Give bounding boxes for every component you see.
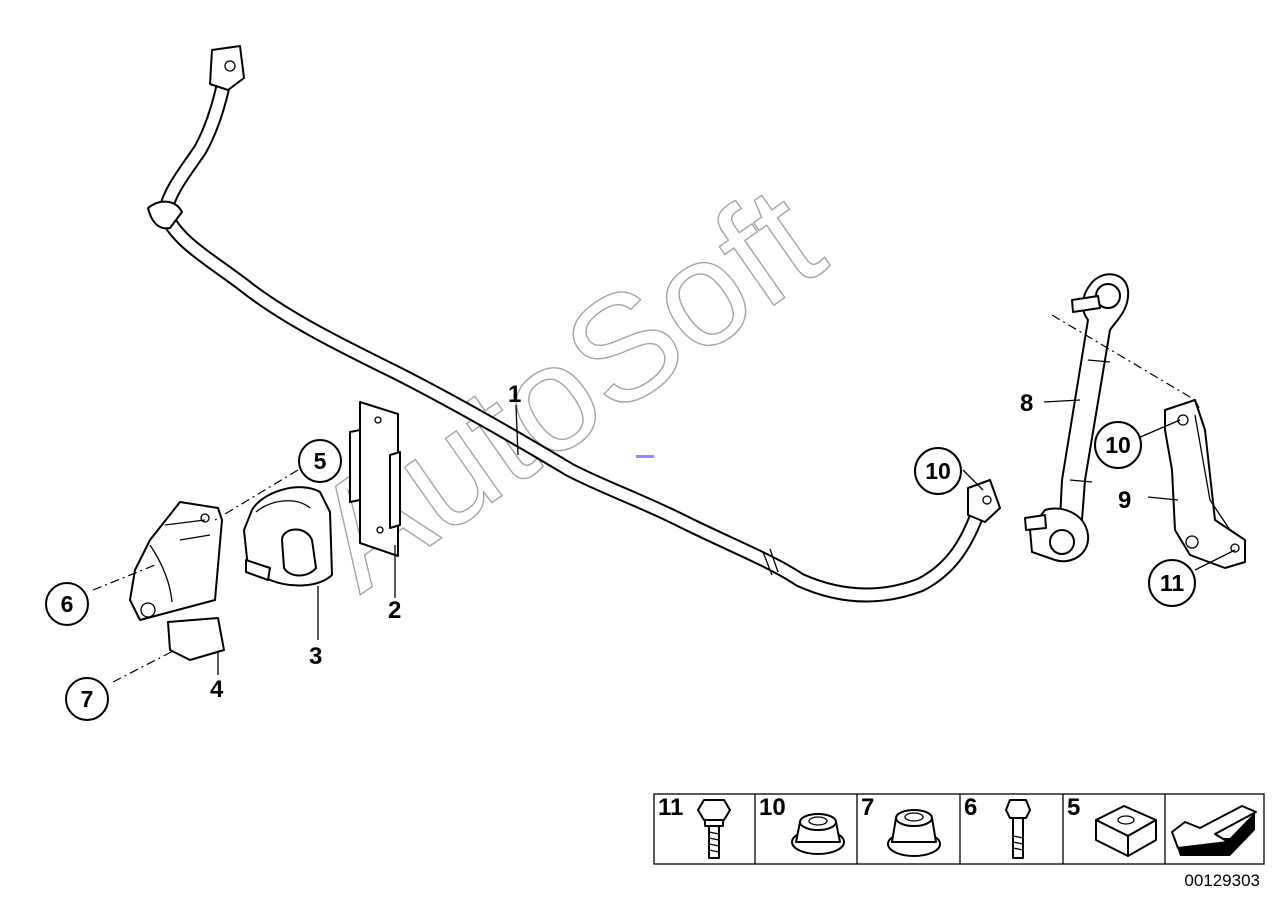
- callout-10a-text: 10: [925, 458, 951, 484]
- marker-dash: [636, 455, 654, 458]
- legend-number-10: 10: [759, 794, 786, 821]
- callouts: 1 2 3 4 8 9 5 6 7 10 10 11: [45, 381, 1196, 721]
- callout-11: 11: [1148, 559, 1196, 607]
- callout-11-text: 11: [1160, 570, 1185, 596]
- square-nut-icon: [1095, 805, 1157, 857]
- callout-5: 5: [298, 439, 342, 483]
- document-id: 00129303: [1184, 871, 1260, 890]
- link-bracket: [1164, 399, 1246, 569]
- legend-number-5: 5: [1067, 794, 1080, 821]
- hex-bolt-icon: [697, 799, 731, 859]
- callout-4: 4: [210, 676, 224, 703]
- callout-2: 2: [388, 597, 401, 624]
- callout-7-text: 7: [81, 686, 94, 712]
- callout-7: 7: [65, 677, 109, 721]
- arrow-icon: [1171, 805, 1257, 856]
- hex-flange-nut-icon: [887, 809, 941, 857]
- callout-1: 1: [508, 381, 521, 408]
- flange-nut-icon: [791, 813, 845, 855]
- watermark-text: AutoSoft: [282, 154, 850, 622]
- stabilizer-link: [1024, 273, 1130, 563]
- legend-number-7: 7: [861, 794, 874, 821]
- leader-lines: [92, 314, 1236, 683]
- callout-3: 3: [309, 643, 322, 670]
- bolt-icon: [1005, 799, 1031, 859]
- legend-number-6: 6: [964, 794, 977, 821]
- fastener-legend: 11 10 7 6 5: [653, 793, 1265, 865]
- stabilizer-bar: [147, 45, 1001, 603]
- callout-5-text: 5: [314, 448, 327, 474]
- callout-10a: 10: [914, 447, 962, 495]
- callout-8: 8: [1020, 390, 1033, 417]
- callout-6-text: 6: [61, 591, 74, 617]
- callout-10b: 10: [1094, 421, 1142, 469]
- mounting-plate: [349, 401, 401, 557]
- legend-number-11: 11: [658, 794, 683, 821]
- bushing-bracket: [129, 501, 225, 661]
- callout-9: 9: [1118, 487, 1131, 514]
- watermark: AutoSoft: [281, 153, 850, 622]
- rubber-bushing: [243, 486, 333, 587]
- callout-10b-text: 10: [1105, 432, 1131, 458]
- callout-6: 6: [45, 582, 89, 626]
